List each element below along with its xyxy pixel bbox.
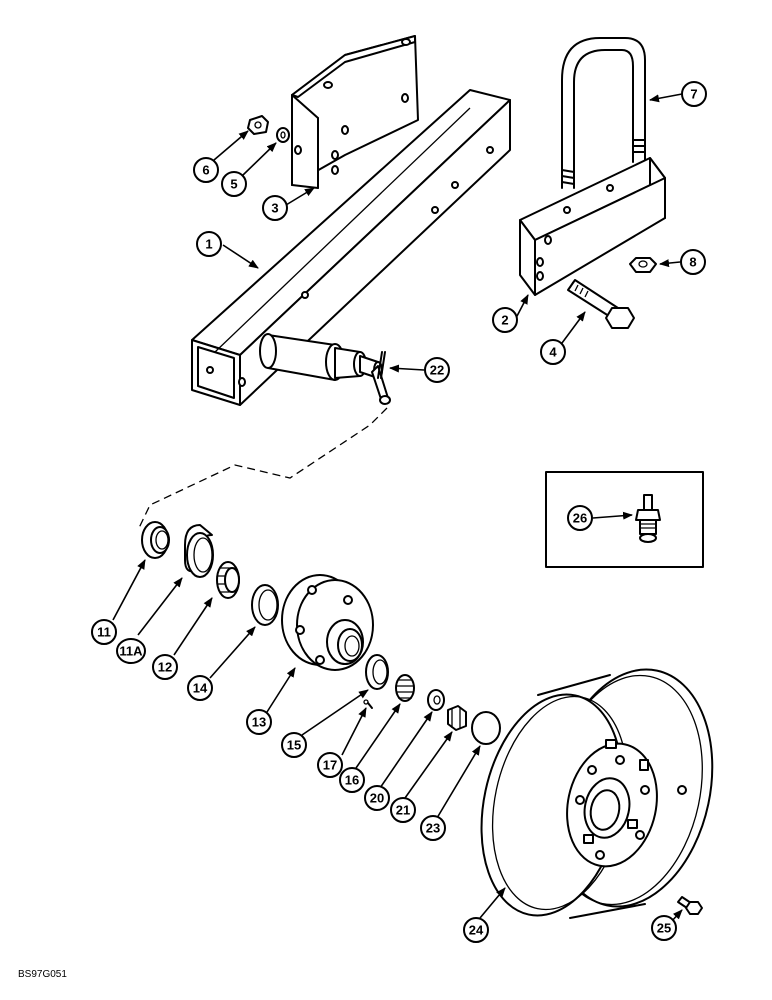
callout-11: 11 xyxy=(91,619,117,645)
callout-25: 25 xyxy=(651,915,677,941)
outer-bearing-cone-16 xyxy=(395,674,415,702)
callout-12-label: 12 xyxy=(158,660,172,675)
bearing-cup-15 xyxy=(365,654,389,690)
callout-17: 17 xyxy=(317,752,343,778)
slotted-nut-21 xyxy=(447,705,467,731)
hex-nut-6 xyxy=(247,115,269,135)
callout-3: 3 xyxy=(262,195,288,221)
grease-seal-11 xyxy=(141,521,170,559)
cotter-pin-17 xyxy=(363,699,373,709)
callout-13-label: 13 xyxy=(252,715,266,730)
wheel-bolt xyxy=(677,896,703,915)
callout-22-label: 22 xyxy=(430,363,444,378)
callout-12: 12 xyxy=(152,654,178,680)
callout-2: 2 xyxy=(492,307,518,333)
callout-11a-label: 11A xyxy=(119,644,143,659)
callout-5-label: 5 xyxy=(230,177,237,192)
callout-8-label: 8 xyxy=(689,255,696,270)
callout-6: 6 xyxy=(193,157,219,183)
callout-11-label: 11 xyxy=(97,625,111,640)
inner-bearing-cone xyxy=(216,561,240,599)
callout-7-label: 7 xyxy=(690,87,697,102)
leader-lines xyxy=(112,93,683,923)
callout-24: 24 xyxy=(463,917,489,943)
spindle xyxy=(259,333,391,405)
callout-8: 8 xyxy=(680,249,706,275)
callout-13: 13 xyxy=(246,709,272,735)
mounting-bracket-lower xyxy=(519,157,666,296)
callout-20: 20 xyxy=(364,785,390,811)
callout-16: 16 xyxy=(339,767,365,793)
callout-14-label: 14 xyxy=(193,681,208,696)
callout-16-label: 16 xyxy=(345,773,359,788)
callout-6-label: 6 xyxy=(202,163,209,178)
wheel-rim xyxy=(480,668,714,919)
callout-3-label: 3 xyxy=(271,201,278,216)
callout-1-label: 1 xyxy=(205,237,212,252)
lock-washer-5 xyxy=(276,127,290,143)
bearing-cup-14 xyxy=(251,584,279,626)
callout-1: 1 xyxy=(196,231,222,257)
callout-26: 26 xyxy=(567,505,593,531)
callout-20-label: 20 xyxy=(370,791,384,806)
callout-24-label: 24 xyxy=(469,923,484,938)
cotter-pin xyxy=(377,351,386,379)
hub-cap-23 xyxy=(471,711,501,745)
spindle-washer-20 xyxy=(427,689,445,711)
callout-17-label: 17 xyxy=(323,758,337,773)
callout-15-label: 15 xyxy=(287,738,301,753)
carriage-bolt xyxy=(567,279,635,329)
callout-2-label: 2 xyxy=(501,313,508,328)
callout-26-label: 26 xyxy=(573,511,587,526)
figure-code: BS97G051 xyxy=(18,969,67,980)
callout-14: 14 xyxy=(187,675,213,701)
axle-tube xyxy=(191,89,511,406)
wheel-hub xyxy=(281,574,374,671)
lock-nut xyxy=(629,257,657,273)
mounting-bracket-upper xyxy=(291,35,419,189)
callout-4: 4 xyxy=(540,339,566,365)
callout-23: 23 xyxy=(420,815,446,841)
callout-4-label: 4 xyxy=(549,345,557,360)
callout-11a: 11A xyxy=(116,638,146,664)
bearing-cup-11a xyxy=(184,524,214,578)
callout-22: 22 xyxy=(424,357,450,383)
callout-5: 5 xyxy=(221,171,247,197)
callout-21: 21 xyxy=(390,797,416,823)
assembly-path-line xyxy=(137,407,388,531)
callout-21-label: 21 xyxy=(396,803,410,818)
callout-25-label: 25 xyxy=(657,921,671,936)
callout-7: 7 xyxy=(681,81,707,107)
callout-15: 15 xyxy=(281,732,307,758)
u-bolt xyxy=(561,37,646,189)
callout-23-label: 23 xyxy=(426,821,440,836)
